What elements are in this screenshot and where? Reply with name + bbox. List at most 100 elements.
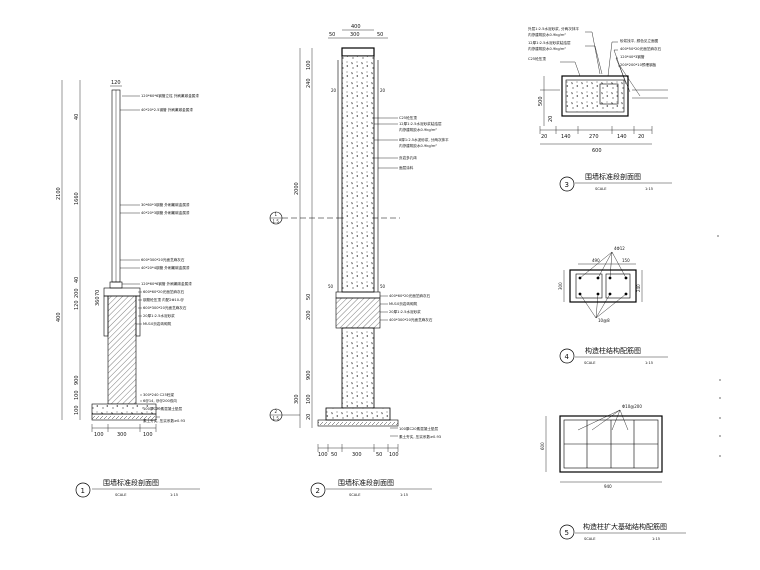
d2-top-400: 400 [351, 24, 361, 30]
d2-note: 内掺建筑胶水0.9kg/m² [399, 143, 437, 148]
d2-inner-50a: 50 [328, 284, 334, 289]
d3-note-left: 外层1:2.5水泥砂浆, 分两次抹平 [528, 26, 579, 31]
d4-scale-label: SCALE [584, 361, 596, 365]
d3-note-left: 12厚1:2.5水泥砂浆粘结层 [528, 40, 571, 45]
d5-scale: 1:15 [652, 537, 660, 541]
d2-inner-50b: 50 [380, 284, 386, 289]
d1-note: 600*300*20光面芝麻灰石 [143, 305, 187, 310]
detail-3-section: 外层1:2.5水泥砂浆, 分两次抹平 内掺建筑胶水0.9kg/m² 12厚1:2… [528, 26, 672, 192]
d1-notes: 120*60*6钢管立柱 外刷氟碳金属漆 40*20*2.5钢管 外刷氟碳金属漆… [120, 93, 199, 423]
d1-dim-900: 900 [74, 375, 80, 385]
d1-note: 40*20*2.5钢管 外刷氟碳金属漆 [141, 107, 193, 112]
d2-note: 100厚C20素混凝土垫层 [399, 426, 439, 431]
d3-note-right: 砂浆找平, 颜色见立面图 [620, 38, 659, 43]
d2-top-50a: 50 [329, 32, 335, 38]
d3-notes-left: 外层1:2.5水泥砂浆, 分两次抹平 内掺建筑胶水0.9kg/m² 12厚1:2… [528, 26, 603, 77]
d1-dim-100a: 100 [74, 390, 80, 400]
d2-dim-100: 100 [306, 60, 312, 70]
d1-note: MU10页岩砖砌筑 [143, 321, 172, 326]
d1-note: 300*240 C25砼梁 [143, 392, 174, 397]
d1-bottom-300: 300 [117, 432, 127, 438]
d4-stirrup: 10@8 [598, 318, 610, 323]
d2-title: 围墙标准段剖面图 [338, 478, 394, 487]
d1-note: 40*20*4钢管 外刷氟碳金属漆 [141, 265, 190, 270]
d1-note: 30*60*3钢管 外刷氟碳金属漆 [141, 202, 190, 207]
d1-dim-top-120: 120 [111, 80, 121, 86]
d4-scale: 1:15 [645, 361, 653, 365]
d1-note: 120*60*6钢管 外刷氟碳金属漆 [141, 281, 192, 286]
d3-note-left: 内掺建筑胶水0.9kg/m² [528, 46, 566, 51]
margin-dots [717, 235, 721, 457]
d1-dim-200: 200 [74, 288, 80, 298]
d2-inner-20b: 20 [380, 88, 386, 93]
d3-scale: 1:15 [645, 187, 653, 191]
d3-note-left: C25砼压顶 [528, 56, 546, 61]
d5-rebar: Φ10@200 [622, 404, 642, 409]
d3-dim-20: 20 [548, 116, 554, 122]
detail-5-section: Φ10@200 600 940 5 构造柱扩大基础结构配筋图 SCALE 1:1… [540, 404, 686, 541]
d1-note: 600*300*20光面芝麻灰石 [141, 257, 185, 262]
d2-section-marker-bottom: 2 1.5 [269, 408, 300, 422]
d4-dim-240: 240 [636, 284, 641, 292]
d1-dim-2100: 2100 [56, 187, 62, 200]
d2-dim-900: 900 [306, 370, 312, 380]
d2-inner-20a: 20 [331, 88, 337, 93]
d1-bottom-100a: 100 [94, 432, 104, 438]
d4-dim-490: 490 [592, 258, 600, 263]
d1-note: 120*60*6钢管立柱 外刷氟碳金属漆 [141, 93, 199, 98]
marker-top-num: 1 [275, 212, 278, 217]
d1-number: 1 [81, 487, 85, 495]
d2-note: 页岩多孔砖 [399, 155, 417, 160]
d3-bottom-140b: 140 [617, 134, 627, 140]
d3-number: 3 [565, 181, 569, 189]
d3-bottom-270: 270 [589, 134, 599, 140]
d3-note-left: 内掺建筑胶水0.9kg/m² [528, 32, 566, 37]
d2-bottom-50b: 50 [376, 452, 382, 458]
d2-dim-100b: 100 [306, 394, 312, 404]
d1-dim-1660: 1660 [74, 192, 80, 205]
d2-note: 400*300*20光面芝麻灰石 [389, 317, 433, 322]
d2-top-50b: 50 [377, 32, 383, 38]
d1-dim-400: 400 [56, 312, 62, 322]
d1-dim-70: 70 [95, 290, 101, 296]
d2-dim-50: 50 [306, 294, 312, 300]
detail-2-section: 400 50 300 50 100 240 2000 50 200 900 10… [269, 24, 449, 498]
d2-note: 8厚1:2.5水泥砂浆, 分两次抹平 [399, 137, 449, 142]
d2-note: MU10页岩砖砌筑 [389, 301, 418, 306]
d2-scale-label: SCALE [349, 493, 361, 497]
d3-bottom-20a: 20 [541, 134, 547, 140]
d2-dim-20: 20 [306, 414, 312, 420]
d2-note: 素土夯实, 压实系数≥0.93 [399, 434, 441, 439]
d3-note-right: 120*40*3钢管 [620, 54, 645, 59]
d2-note: 20厚1:2.5水泥砂浆 [389, 309, 421, 314]
d1-number-circle [75, 482, 91, 498]
d2-note: 12厚1:2.5水泥砂浆粘结层 [399, 121, 442, 126]
d5-number-circle [559, 524, 575, 540]
d4-rebar: 4Φ12 [614, 246, 625, 251]
d2-bottom-300: 300 [352, 452, 362, 458]
d1-dim-120: 120 [74, 300, 80, 310]
d2-dim-300: 300 [294, 394, 300, 404]
d2-dim-2000: 2000 [294, 182, 300, 195]
d2-note: 内掺建筑胶水0.9kg/m² [399, 127, 437, 132]
d1-dim-40: 40 [74, 114, 80, 120]
d2-dim-200: 200 [306, 310, 312, 320]
d3-overall-600: 600 [592, 148, 602, 154]
d2-bottom-100b: 100 [389, 452, 399, 458]
d2-note: 面层涂料 [399, 165, 414, 170]
d3-note-right: 200*200*10预埋钢板 [620, 62, 657, 67]
d3-bottom-140a: 140 [561, 134, 571, 140]
d3-bottom-20b: 20 [638, 134, 644, 140]
d3-number-circle [559, 176, 575, 192]
d3-dim-500: 500 [538, 96, 544, 106]
d3-note-right: 400*50*20光面芝麻灰石 [620, 46, 662, 51]
d1-note: 100厚C20素混凝土垫层 [143, 406, 183, 411]
d2-section-marker-top: 1 1.5 [269, 211, 400, 225]
d2-scale: 1:15 [400, 493, 408, 497]
d3-title: 围墙标准段剖面图 [585, 172, 641, 181]
d2-number-circle [310, 482, 326, 498]
d4-number-circle [559, 348, 575, 364]
detail-4-section: 4Φ12 490 150 300 240 10@8 4 构造柱结构配筋图 SCA… [558, 246, 668, 365]
d1-scale-label: SCALE [115, 493, 127, 497]
